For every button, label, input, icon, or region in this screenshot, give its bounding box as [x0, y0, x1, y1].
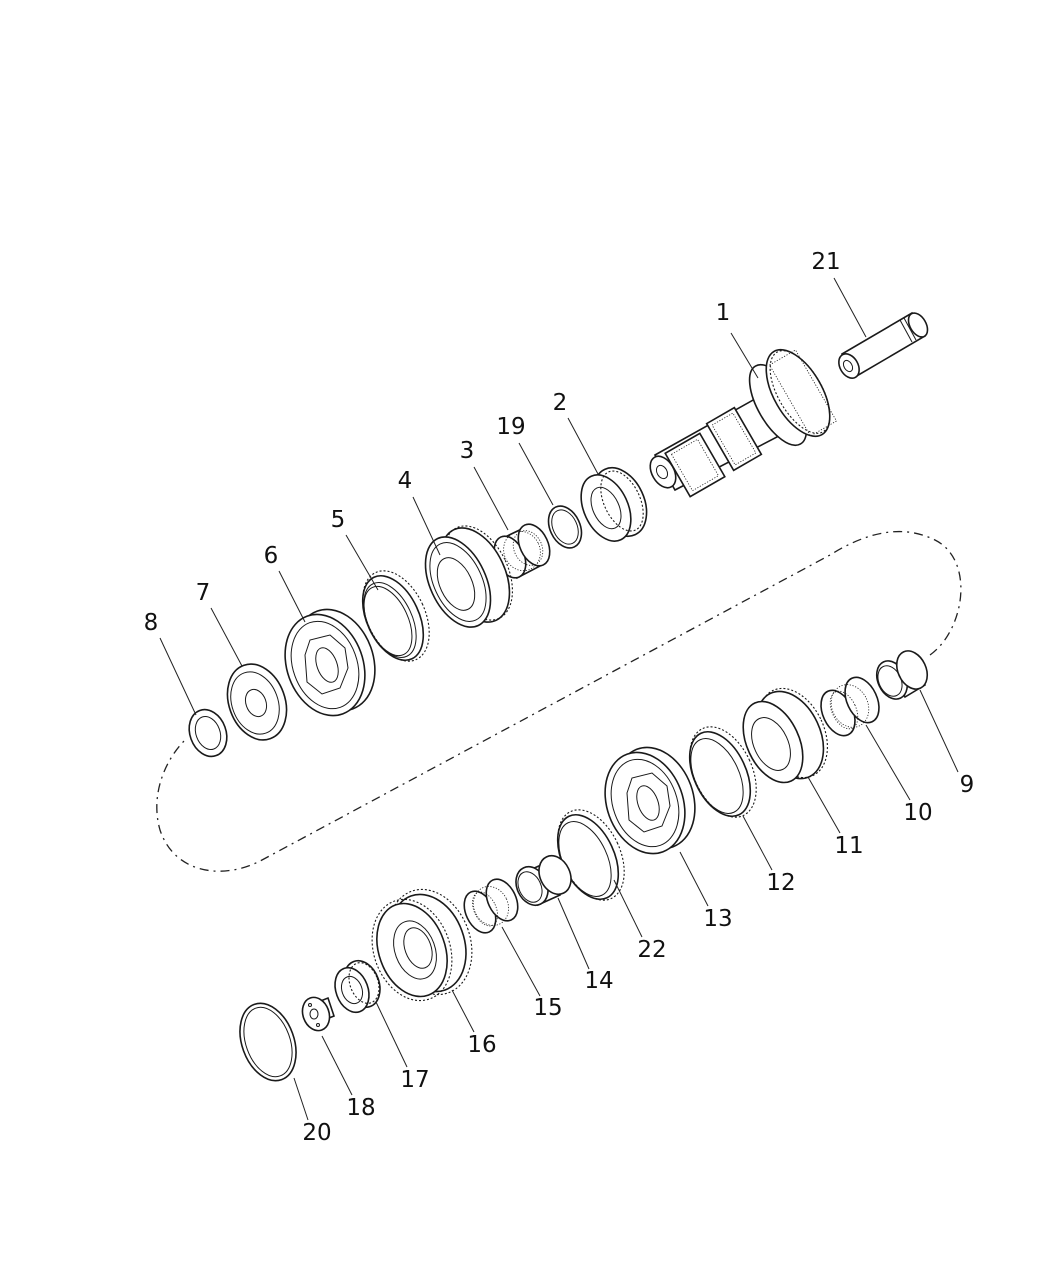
part-12-synchro-ring [688, 726, 757, 818]
part-10-needle-bearing [820, 676, 880, 737]
part-2-tapered-bearing [580, 467, 648, 542]
callout-label-4: 4 [398, 468, 413, 494]
callout-label-15: 15 [533, 995, 562, 1021]
leader-line-13 [679, 851, 709, 907]
leader-line-20 [293, 1077, 309, 1121]
part-4-gear [424, 525, 513, 628]
part-15-needle-bearing [463, 878, 519, 934]
callout-label-21: 21 [811, 249, 840, 275]
part-3-needle-bearing [493, 523, 551, 580]
callout-label-9: 9 [960, 772, 975, 798]
part-16-spur-gear [371, 888, 473, 1002]
callout-label-22: 22 [637, 937, 666, 963]
callout-label-1: 1 [716, 300, 731, 326]
leader-line-8 [159, 637, 197, 716]
leader-line-19 [518, 442, 554, 506]
part-17-tapered-bearing [334, 959, 381, 1014]
part-1-input-shaft [649, 348, 838, 498]
part-7-thrust-washer [226, 663, 288, 741]
part-22-synchro-ring [556, 809, 625, 901]
part-19-snap-ring [547, 505, 583, 549]
leader-line-21 [833, 277, 867, 338]
callout-label-16: 16 [467, 1032, 496, 1058]
part-18-end-plug [301, 996, 335, 1032]
callout-label-8: 8 [144, 610, 159, 636]
callout-label-10: 10 [903, 800, 932, 826]
callout-label-13: 13 [703, 906, 732, 932]
leader-line-7 [210, 607, 243, 667]
callout-label-20: 20 [302, 1120, 331, 1146]
leader-line-15 [501, 926, 541, 997]
leader-line-14 [557, 897, 590, 970]
callout-label-7: 7 [196, 580, 211, 606]
leader-line-18 [321, 1035, 353, 1096]
part-5-synchro-ring [361, 570, 430, 662]
leader-line-17 [375, 1001, 408, 1068]
callout-label-14: 14 [584, 968, 613, 994]
callout-label-12: 12 [766, 870, 795, 896]
part-11-gear [742, 687, 828, 784]
leader-line-22 [613, 879, 643, 938]
callout-label-19: 19 [496, 414, 525, 440]
part-6-synchro-hub [284, 608, 376, 717]
part-14-sleeve [515, 854, 572, 907]
leader-line-11 [807, 776, 841, 834]
leader-line-5 [345, 534, 379, 591]
callout-label-2: 2 [553, 390, 568, 416]
part-20-seal-ring [239, 1002, 297, 1082]
leader-line-2 [567, 417, 599, 475]
leader-line-16 [451, 989, 475, 1033]
callout-label-11: 11 [834, 833, 863, 859]
callout-label-6: 6 [264, 543, 279, 569]
assembly-connection-path [156, 530, 962, 872]
leader-line-9 [919, 689, 959, 773]
callout-label-5: 5 [331, 507, 346, 533]
leader-line-10 [865, 724, 911, 801]
leader-line-12 [742, 815, 773, 871]
leader-line-4 [412, 496, 441, 556]
leader-line-3 [473, 466, 509, 531]
part-13-synchro-hub [604, 746, 696, 855]
part-9-sleeve [875, 650, 929, 700]
leader-line-6 [278, 570, 306, 623]
leader-line-1 [730, 332, 759, 379]
part-8-spacer-ring [188, 708, 228, 758]
callout-label-18: 18 [346, 1095, 375, 1121]
part-21-pilot-pin [838, 311, 929, 379]
callout-label-3: 3 [460, 438, 475, 464]
callout-label-17: 17 [400, 1067, 429, 1093]
